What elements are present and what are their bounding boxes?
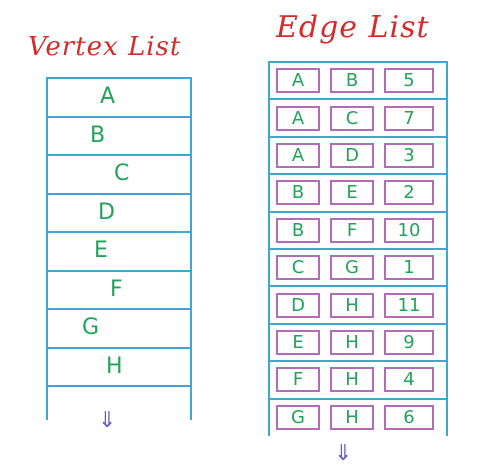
edge-weight-cell: 2: [384, 180, 434, 206]
edge-weight-cell: 7: [384, 105, 434, 131]
vertex-row: H: [48, 346, 190, 386]
edge-to-cell: H: [330, 404, 374, 430]
edge-weight-cell: 3: [384, 142, 434, 168]
vertex-list-title: Vertex List: [28, 32, 182, 62]
edge-to-cell: G: [330, 255, 374, 281]
edge-weight-cell: 11: [384, 292, 434, 318]
edge-to-cell: B: [330, 68, 374, 94]
edge-from-cell: A: [276, 142, 320, 168]
edge-from-cell: E: [276, 329, 320, 355]
vertex-row: E: [48, 231, 190, 270]
edge-from-cell: C: [276, 255, 320, 281]
vertex-label: H: [106, 353, 123, 379]
vertex-list: A B C D E F G H: [46, 77, 192, 420]
vertex-label: B: [90, 122, 106, 148]
edge-to-cell: H: [330, 329, 374, 355]
edge-to-cell: D: [330, 142, 374, 168]
vertex-label: D: [98, 199, 115, 225]
vertex-row: G: [48, 308, 190, 347]
vertex-label: F: [110, 276, 123, 302]
vertex-row: D: [48, 192, 190, 232]
edge-list-title: Edge List: [276, 10, 430, 45]
vertex-row: B: [48, 115, 190, 155]
edge-from-cell: A: [276, 105, 320, 131]
edge-weight-cell: 10: [384, 217, 434, 243]
edge-to-cell: H: [330, 292, 374, 318]
vertex-row: C: [48, 154, 190, 193]
edge-weight-cell: 6: [384, 404, 434, 430]
edge-from-cell: D: [276, 292, 320, 318]
edge-to-cell: F: [330, 217, 374, 243]
edge-weight-cell: 4: [384, 367, 434, 393]
edge-weight-cell: 1: [384, 255, 434, 281]
vertex-row: F: [48, 269, 190, 309]
vertex-row-empty: [48, 385, 190, 424]
vertex-label: C: [114, 161, 130, 186]
edge-list-more-arrow-icon: ⇓: [334, 441, 353, 466]
edge-from-cell: B: [276, 180, 320, 206]
edge-from-cell: G: [276, 404, 320, 430]
edge-weight-cell: 5: [384, 68, 434, 94]
vertex-row: A: [48, 77, 190, 116]
edge-from-cell: A: [276, 68, 320, 94]
edge-from-cell: B: [276, 217, 320, 243]
vertex-label: A: [100, 84, 116, 109]
edge-weight-cell: 9: [384, 329, 434, 355]
vertex-label: E: [94, 238, 108, 263]
edge-to-cell: H: [330, 367, 374, 393]
vertex-label: G: [82, 315, 100, 340]
edge-to-cell: C: [330, 105, 374, 131]
vertex-list-more-arrow-icon: ⇓: [98, 408, 117, 433]
edge-to-cell: E: [330, 180, 374, 206]
edge-from-cell: F: [276, 367, 320, 393]
